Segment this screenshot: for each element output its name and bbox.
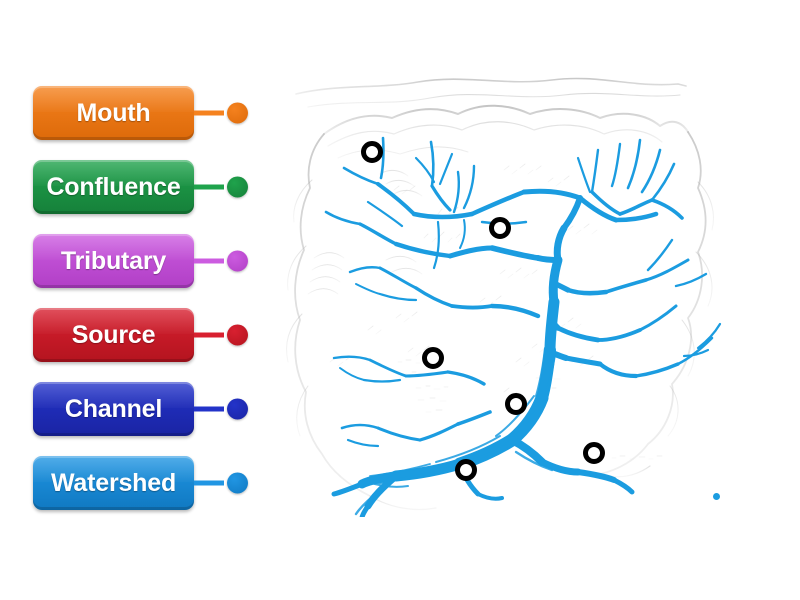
drop-target-marker-5[interactable] (455, 459, 477, 481)
label-chip[interactable]: Mouth (33, 86, 194, 140)
draggable-label-channel[interactable]: Channel (33, 382, 248, 436)
drop-target-marker-6[interactable] (583, 442, 605, 464)
connector-knob[interactable] (227, 250, 248, 272)
drop-target-marker-1[interactable] (361, 141, 383, 163)
connector-dot-icon (194, 176, 258, 198)
label-chip[interactable]: Watershed (33, 456, 194, 510)
connector-stem (194, 258, 224, 264)
drop-target-marker-4[interactable] (505, 393, 527, 415)
draggable-label-tributary[interactable]: Tributary (33, 234, 248, 288)
connector-knob[interactable] (227, 472, 248, 494)
watershed-map-image (268, 62, 748, 517)
draggable-label-watershed[interactable]: Watershed (33, 456, 248, 510)
connector-stem (194, 184, 224, 190)
connector-dot-icon (194, 102, 258, 124)
draggable-label-source[interactable]: Source (33, 308, 248, 362)
label-chip-text: Confluence (46, 172, 181, 201)
drop-target-marker-2[interactable] (489, 217, 511, 239)
connector-stem (194, 480, 224, 486)
connector-stem (194, 110, 224, 116)
drop-target-marker-3[interactable] (422, 347, 444, 369)
label-chip-text: Mouth (76, 98, 151, 127)
connector-dot-icon (194, 472, 258, 494)
diagram-panel (250, 0, 800, 600)
label-list: Mouth Confluence Tributary (0, 0, 250, 600)
draggable-label-confluence[interactable]: Confluence (33, 160, 248, 214)
map-stray-dot (713, 493, 720, 500)
label-chip-text: Tributary (60, 246, 167, 275)
label-chip-text: Channel (64, 394, 163, 423)
draggable-label-mouth[interactable]: Mouth (33, 86, 248, 140)
label-chip[interactable]: Source (33, 308, 194, 362)
connector-knob[interactable] (227, 398, 248, 420)
connector-stem (194, 332, 224, 338)
connector-dot-icon (194, 324, 258, 346)
connector-knob[interactable] (227, 324, 248, 346)
label-chip-text: Source (71, 320, 156, 349)
connector-knob[interactable] (227, 176, 248, 198)
label-chip[interactable]: Channel (33, 382, 194, 436)
label-chip-text: Watershed (50, 468, 177, 497)
label-chip[interactable]: Tributary (33, 234, 194, 288)
connector-knob[interactable] (227, 102, 248, 124)
label-chip[interactable]: Confluence (33, 160, 194, 214)
connector-dot-icon (194, 398, 258, 420)
connector-stem (194, 406, 224, 412)
connector-dot-icon (194, 250, 258, 272)
